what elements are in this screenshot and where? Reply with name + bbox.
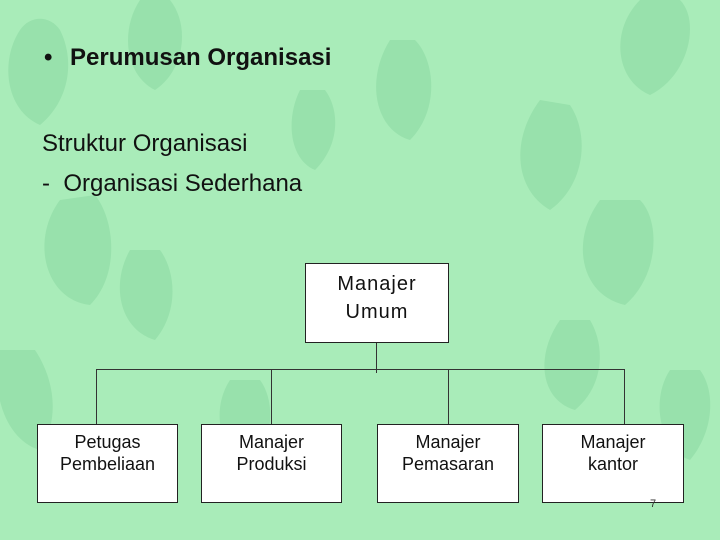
subtitle-line-1: Struktur Organisasi [42,130,247,158]
bullet-icon: • [44,44,70,72]
org-node-manajer-umum: Manajer Umum [305,263,449,343]
connector-horizontal [96,369,625,370]
connector-child-2 [271,369,272,424]
org-node-label: Petugas Pembeliaan [60,431,155,475]
org-node-label: Manajer Produksi [236,431,306,475]
org-node-label: Manajer Umum [337,270,416,326]
org-node-label: Manajer Pemasaran [402,431,494,475]
connector-child-3 [448,369,449,424]
subtitle-line-2: - Organisasi Sederhana [42,170,302,198]
slide-title-text: Perumusan Organisasi [70,44,331,71]
org-node-manajer-pemasaran: Manajer Pemasaran [377,424,519,503]
connector-child-4 [624,369,625,424]
slide-title: •Perumusan Organisasi [44,44,331,72]
org-node-manajer-kantor: Manajer kantor [542,424,684,503]
org-node-label: Manajer kantor [580,431,645,475]
connector-child-1 [96,369,97,424]
org-node-manajer-produksi: Manajer Produksi [201,424,342,503]
page-number: 7 [650,498,656,510]
org-node-petugas-pembeliaan: Petugas Pembeliaan [37,424,178,503]
